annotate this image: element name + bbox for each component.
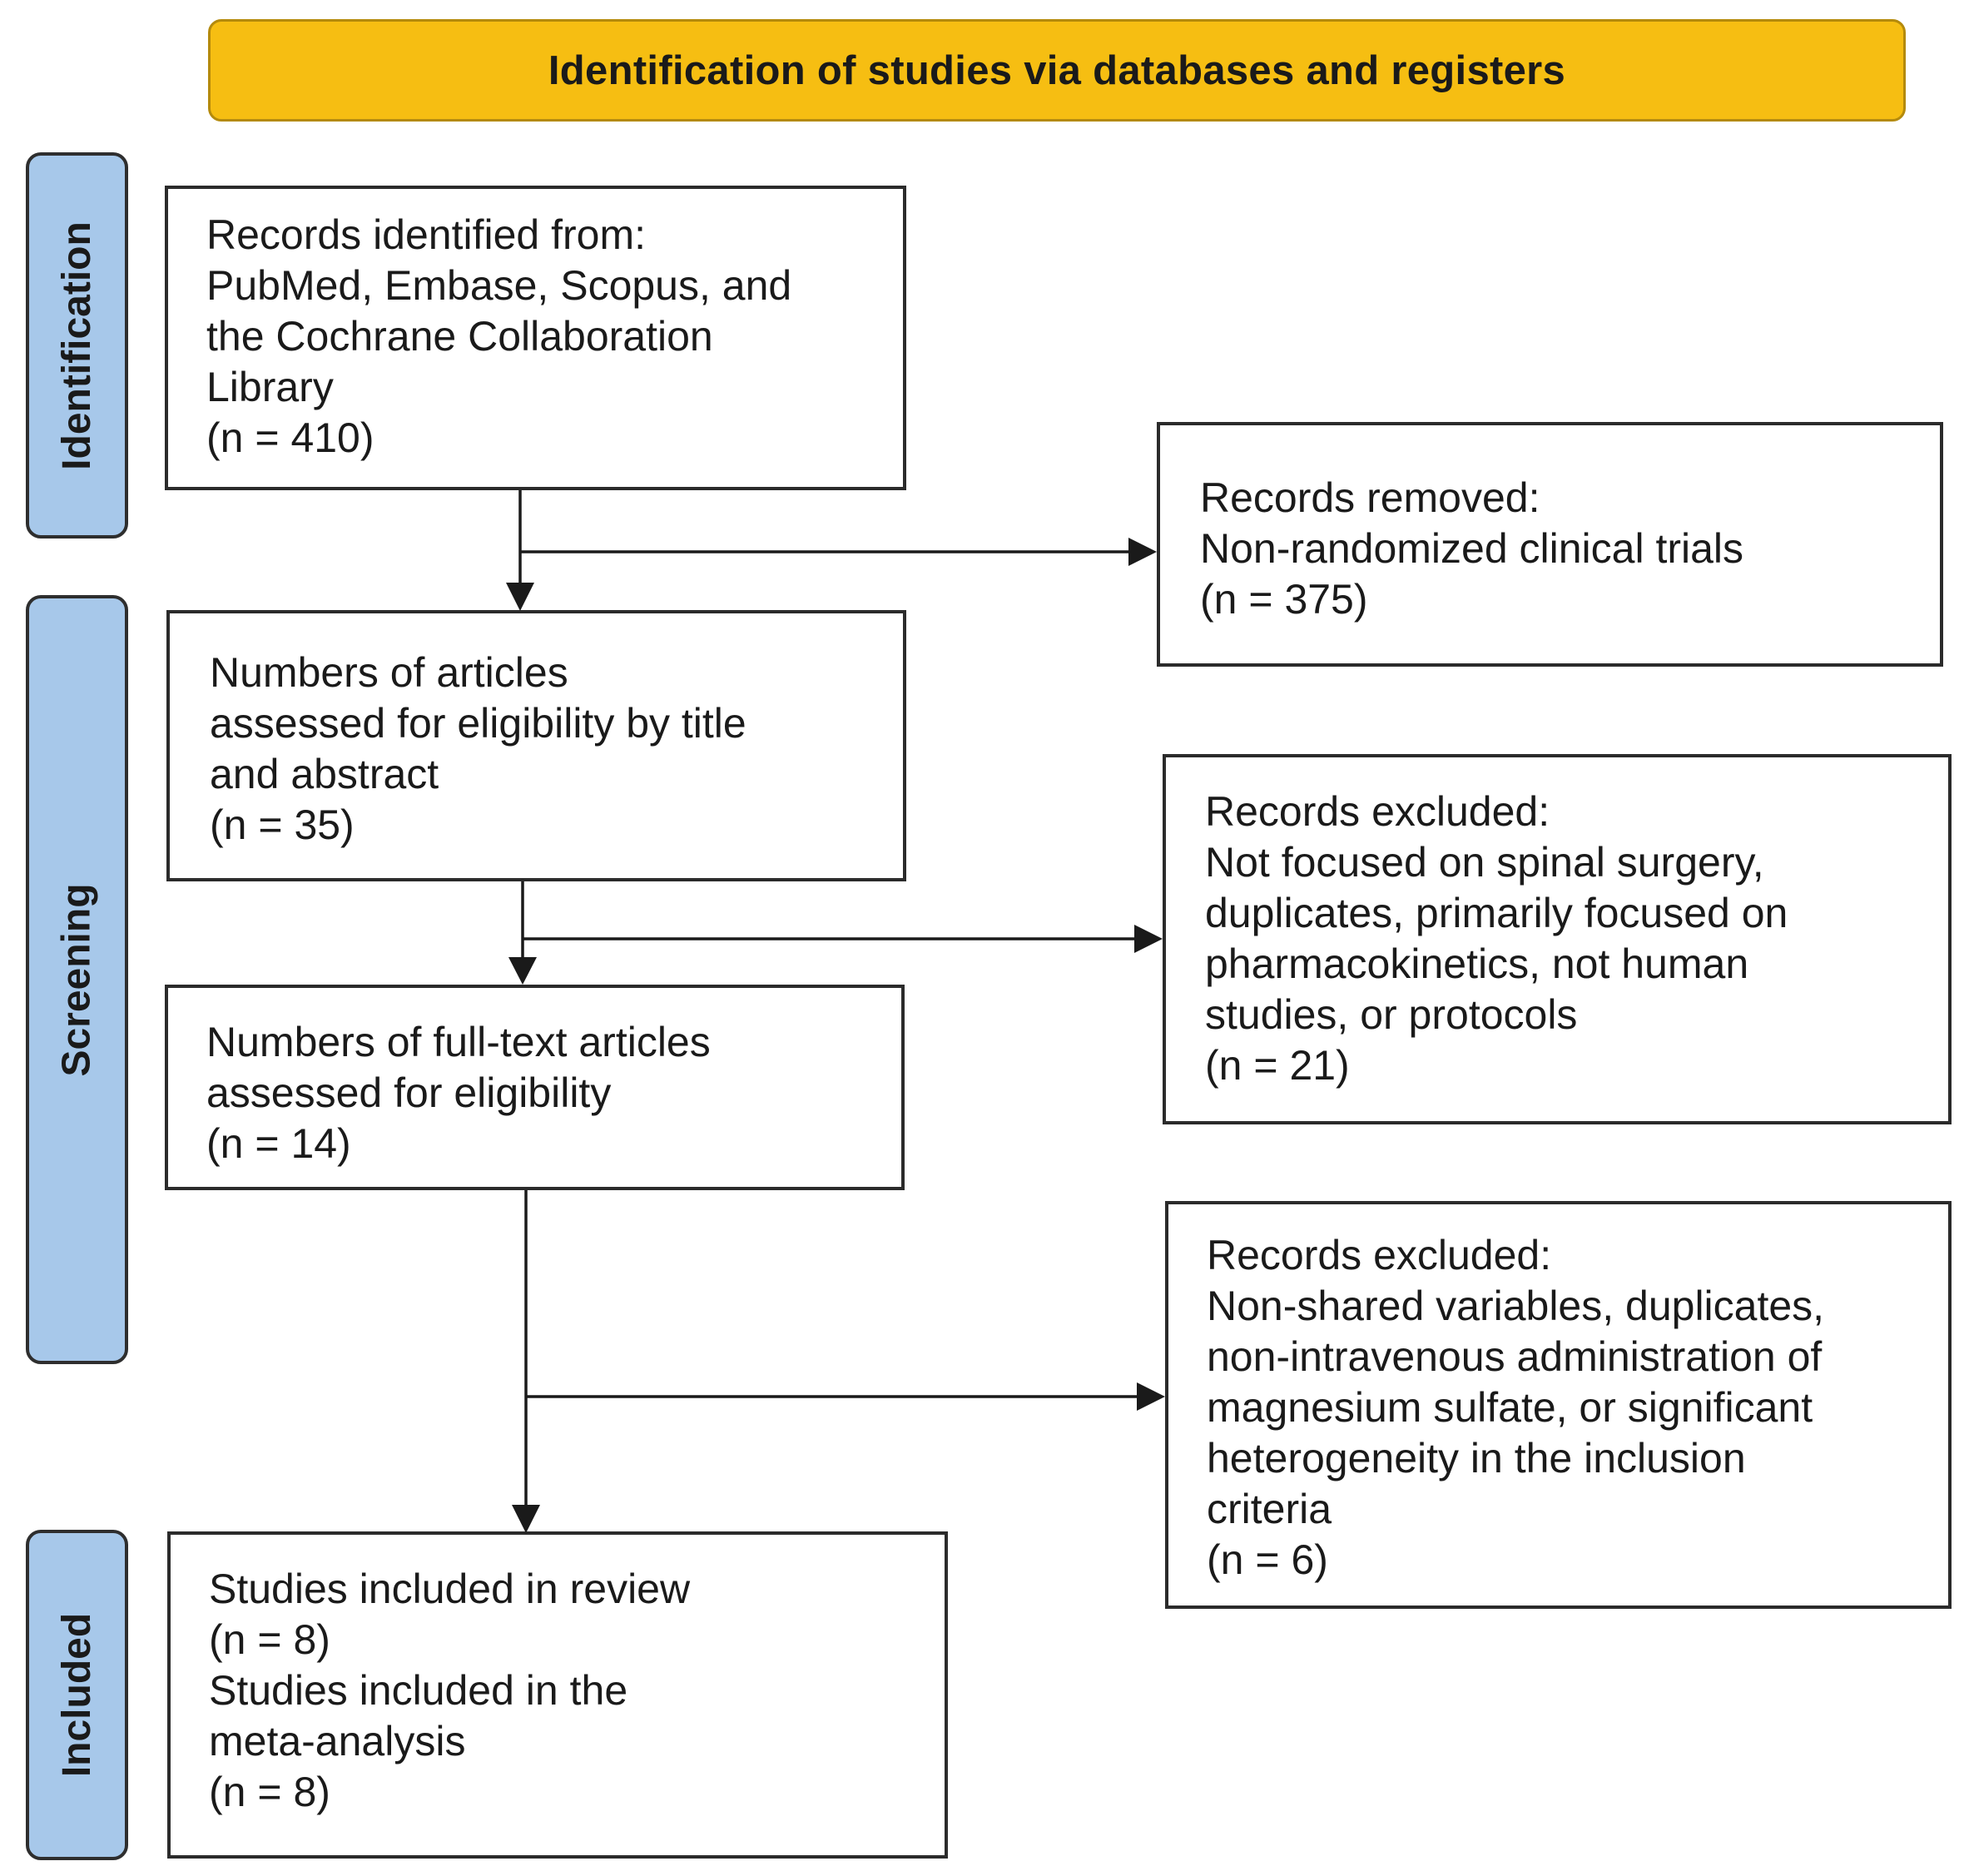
box-line: pharmacokinetics, not human — [1205, 940, 1749, 987]
box-line: Non-randomized clinical trials — [1200, 525, 1744, 572]
stage-screening: Screening — [26, 595, 128, 1364]
stage-identification: Identification — [26, 152, 128, 538]
stage-included: Included — [26, 1530, 128, 1860]
arrowhead-right — [1128, 538, 1157, 566]
arrowhead-down — [506, 583, 534, 611]
box-line: Records identified from: — [206, 211, 647, 258]
box-line: (n = 14) — [206, 1120, 351, 1167]
box-line: (n = 8) — [209, 1769, 330, 1815]
box-line: criteria — [1207, 1486, 1332, 1532]
box-line: assessed for eligibility — [206, 1070, 612, 1116]
box-line: Records excluded: — [1205, 788, 1550, 835]
box-line: meta-analysis — [209, 1718, 466, 1764]
box-line: assessed for eligibility by title — [210, 700, 746, 747]
box-line: (n = 8) — [209, 1616, 330, 1663]
box-line: Library — [206, 364, 334, 410]
box-line: (n = 35) — [210, 802, 355, 848]
title-abstract-screening-box: Numbers of articles assessed for eligibi… — [166, 610, 906, 881]
arrowhead-down — [508, 957, 537, 985]
records-excluded-screening-box: Records excluded: Not focused on spinal … — [1163, 754, 1952, 1124]
box-line: the Cochrane Collaboration — [206, 313, 713, 360]
box-line: PubMed, Embase, Scopus, and — [206, 262, 792, 309]
box-line: heterogeneity in the inclusion — [1207, 1435, 1746, 1481]
box-line: (n = 410) — [206, 414, 374, 461]
arrowhead-right — [1137, 1382, 1165, 1411]
records-removed-box: Records removed: Non-randomized clinical… — [1157, 422, 1943, 667]
arrowhead-down — [512, 1505, 540, 1533]
box-line: Records excluded: — [1207, 1232, 1552, 1278]
records-identified-box: Records identified from: PubMed, Embase,… — [165, 186, 906, 490]
box-line: Studies included in review — [209, 1566, 691, 1612]
box-line: Studies included in the — [209, 1667, 628, 1714]
box-line: and abstract — [210, 751, 439, 797]
full-text-eligibility-box: Numbers of full-text articles assessed f… — [165, 985, 905, 1190]
flow-title: Identification of studies via databases … — [548, 47, 1566, 93]
arrowhead-right — [1134, 925, 1163, 953]
box-line: non-intravenous administration of — [1207, 1333, 1823, 1380]
box-line: Numbers of full-text articles — [206, 1019, 711, 1065]
box-line: duplicates, primarily focused on — [1205, 890, 1788, 936]
box-line: Numbers of articles — [210, 649, 568, 696]
box-line: Non-shared variables, duplicates, — [1207, 1283, 1825, 1329]
studies-included-box: Studies included in review (n = 8) Studi… — [167, 1531, 948, 1859]
box-line: (n = 375) — [1200, 576, 1368, 623]
box-line: magnesium sulfate, or significant — [1207, 1384, 1813, 1431]
flow-title-banner: Identification of studies via databases … — [208, 19, 1906, 122]
box-line: (n = 6) — [1207, 1536, 1328, 1583]
box-line: studies, or protocols — [1205, 991, 1578, 1038]
box-line: Not focused on spinal surgery, — [1205, 839, 1764, 886]
box-line: Records removed: — [1200, 474, 1540, 521]
box-line: (n = 21) — [1205, 1042, 1350, 1089]
records-excluded-full-text-box: Records excluded: Non-shared variables, … — [1165, 1201, 1952, 1609]
